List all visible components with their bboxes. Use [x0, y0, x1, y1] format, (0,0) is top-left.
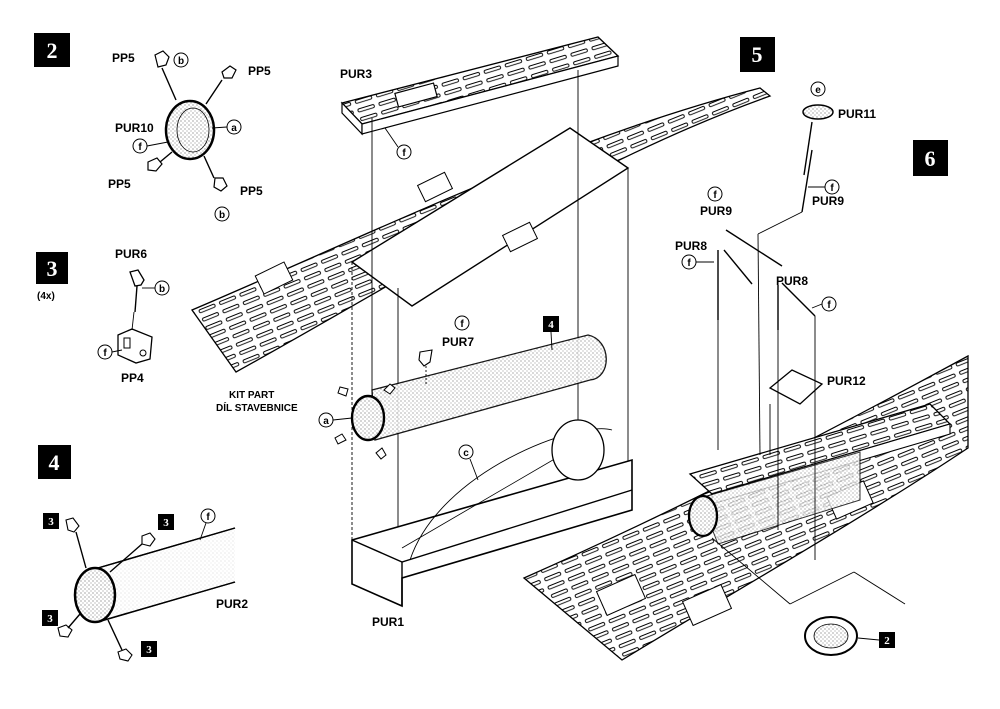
- pur3-plate: [340, 36, 620, 125]
- pp5-clip-top-left: [154, 50, 170, 68]
- label-pur9-left: PUR9: [700, 204, 732, 218]
- step-6-number: 6: [925, 146, 936, 171]
- step-4-badge: [38, 445, 71, 479]
- pur12-plate: [768, 369, 824, 405]
- marker-b-bottom: b: [219, 210, 225, 221]
- ref-4-center: 4: [548, 319, 554, 331]
- pur2-tube-end: [73, 566, 117, 624]
- step-6-badge: [913, 140, 948, 176]
- step-3-badge: [36, 252, 68, 284]
- marker-f-pur8-right: f: [827, 300, 831, 311]
- label-pur2: PUR2: [216, 597, 248, 611]
- label-pur3: PUR3: [340, 67, 372, 81]
- label-pur6: PUR6: [115, 247, 147, 261]
- step-5-group: 5 PUR3 f PUR1 c: [191, 36, 775, 629]
- step-4-number: 4: [49, 450, 60, 475]
- step-5-badge: [740, 37, 775, 72]
- label-pur12: PUR12: [827, 374, 866, 388]
- marker-f-pur9-right: f: [830, 183, 834, 194]
- label-pp5-bl: PP5: [108, 177, 131, 191]
- marker-f-pur9-left: f: [713, 190, 717, 201]
- marker-f-pur8-left: f: [687, 258, 691, 269]
- deck-opening: [350, 127, 630, 307]
- marker-f-pur7: f: [460, 319, 464, 330]
- marker-f-step4: f: [206, 512, 210, 523]
- marker-f-step3: f: [103, 348, 107, 359]
- marker-f-pur3: f: [402, 148, 406, 159]
- step-5-number: 5: [752, 42, 763, 67]
- ref-2-bottom: 2: [884, 635, 890, 647]
- step-2-group: 2 PP5 PP5 PP5 PP5 PUR10 b a f b: [34, 33, 271, 222]
- pur6-handle: [129, 269, 145, 287]
- label-pur7: PUR7: [442, 335, 474, 349]
- pur10-ring: [164, 99, 216, 161]
- pp4-bracket: [117, 328, 153, 364]
- step-2-number: 2: [47, 38, 58, 63]
- marker-b-top: b: [178, 56, 184, 67]
- label-pp5-br: PP5: [240, 184, 263, 198]
- kit-part-label-cz: DÍL STAVEBNICE: [216, 401, 298, 414]
- ref-3-bottom-right: 3: [146, 644, 152, 656]
- step-4-group: 4 PUR2 f 3 3 3 3: [38, 445, 248, 662]
- ref-3-top-left: 3: [48, 516, 54, 528]
- pur7-part: [418, 349, 433, 367]
- pp5-clip-bottom-left: [147, 157, 163, 172]
- label-pur8-left: PUR8: [675, 239, 707, 253]
- pur11-part: [802, 104, 834, 120]
- label-pp5-tl: PP5: [112, 51, 135, 65]
- marker-c: c: [463, 448, 469, 459]
- marker-e: e: [815, 85, 821, 96]
- step-3-number: 3: [47, 256, 58, 281]
- step-2-badge: [34, 33, 70, 67]
- step-3-quantity: (4x): [37, 291, 55, 302]
- ref-3-top-right: 3: [163, 517, 169, 529]
- step-6-group: 6 PUR12 PUR11 e PUR9 PUR9 f f: [522, 81, 969, 661]
- marker-f-step2: f: [138, 142, 142, 153]
- pp5-clip-top-right: [221, 65, 237, 79]
- tube-center: [371, 334, 607, 441]
- marker-a-step2: a: [231, 123, 237, 134]
- marker-b-step3: b: [159, 284, 165, 295]
- label-pp4: PP4: [121, 371, 144, 385]
- label-pur9-right: PUR9: [812, 194, 844, 208]
- marker-a-center: a: [323, 416, 329, 427]
- label-pur11: PUR11: [838, 107, 876, 121]
- label-pur1: PUR1: [372, 615, 404, 629]
- pp5-clip-bottom-right: [213, 177, 228, 192]
- ref-3-bottom-left: 3: [47, 613, 53, 625]
- step-3-group: 3 (4x) PUR6 PP4 b f: [36, 247, 170, 385]
- kit-part-label-en: KIT PART: [229, 390, 274, 401]
- label-pur10: PUR10: [115, 121, 154, 135]
- label-pp5-tr: PP5: [248, 64, 271, 78]
- label-pur8-right: PUR8: [776, 274, 808, 288]
